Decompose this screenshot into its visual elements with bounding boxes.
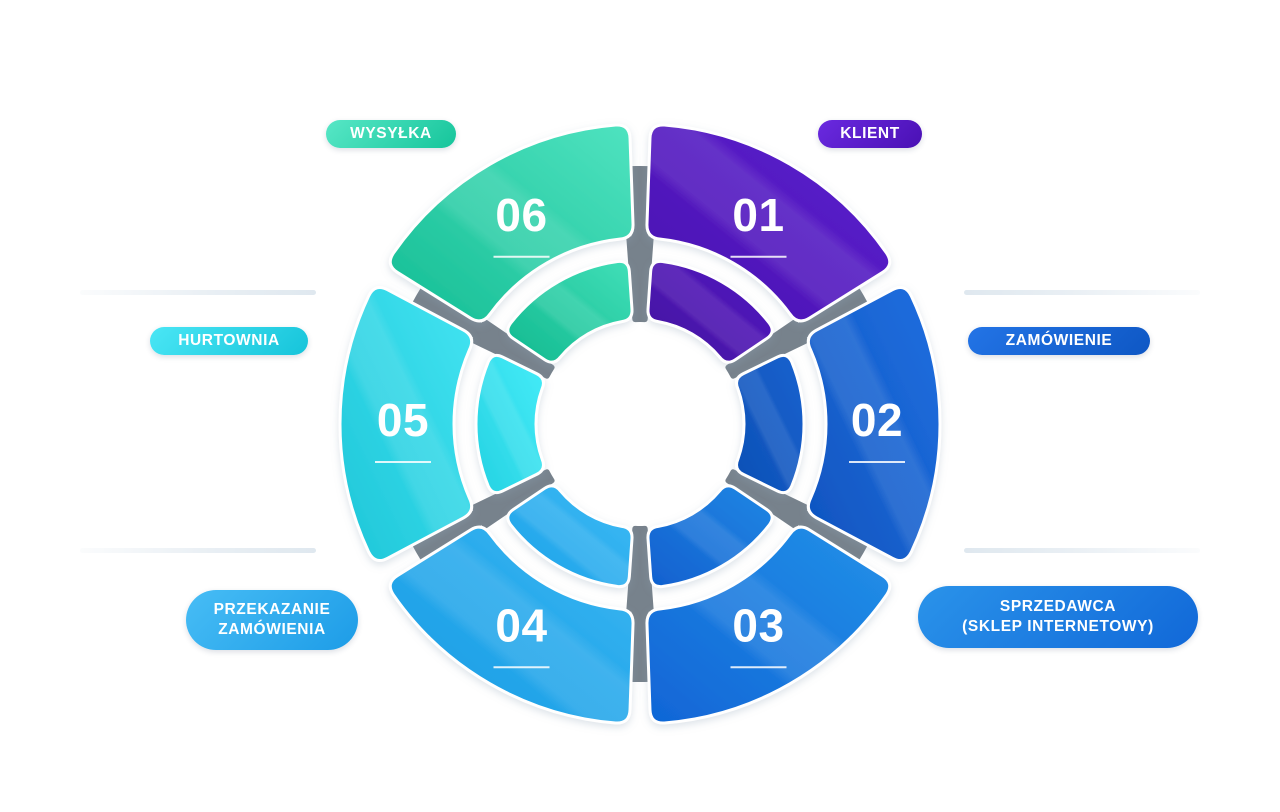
wheel-segment-inner-06[interactable] xyxy=(506,259,634,364)
rule-right-lower xyxy=(964,548,1200,553)
wheel-segment-outer-06[interactable] xyxy=(388,123,635,323)
wheel-segment-inner-03[interactable] xyxy=(646,484,774,589)
rule-left-lower xyxy=(80,548,316,553)
wheel-segment-outer-01[interactable] xyxy=(645,123,892,323)
step-badge-02[interactable]: ZAMÓWIENIE xyxy=(968,327,1150,355)
segment-number: 05 xyxy=(377,394,429,446)
step-badge-03[interactable]: SPRZEDAWCA (SKLEP INTERNETOWY) xyxy=(918,586,1198,648)
step-badge-01[interactable]: KLIENT xyxy=(818,120,922,148)
wheel-segment-inner-05[interactable] xyxy=(474,353,545,495)
wheel-segment-outer-03[interactable] xyxy=(645,525,892,725)
segment-number: 04 xyxy=(495,599,547,651)
segment-number: 01 xyxy=(732,189,784,241)
rule-left-upper xyxy=(80,290,316,295)
connector-bar xyxy=(411,469,555,563)
segment-number: 03 xyxy=(732,599,784,651)
segment-number: 02 xyxy=(851,394,903,446)
step-badge-05[interactable]: HURTOWNIA xyxy=(150,327,308,355)
segment-number-layer: 01 02 03 04 05 06 xyxy=(375,189,905,669)
step-badge-06[interactable]: WYSYŁKA xyxy=(326,120,456,148)
connector-bars-layer xyxy=(411,166,869,682)
connector-bar xyxy=(411,285,555,379)
wheel-segment-inner-01[interactable] xyxy=(646,259,774,364)
connector-bar xyxy=(725,469,869,563)
wheel-segment-outer-05[interactable] xyxy=(338,285,474,563)
connector-bar xyxy=(725,285,869,379)
wheel-segment-outer-04[interactable] xyxy=(388,525,635,725)
wheel-segment-outer-02[interactable] xyxy=(806,285,942,563)
segment-number: 06 xyxy=(495,189,547,241)
wheel-segment-inner-04[interactable] xyxy=(506,484,634,589)
rule-right-upper xyxy=(964,290,1200,295)
wheel-segment-inner-02[interactable] xyxy=(735,353,806,495)
step-badge-04[interactable]: PRZEKAZANIE ZAMÓWIENIA xyxy=(186,590,358,650)
inner-ring-layer xyxy=(474,259,806,589)
outer-ring-layer xyxy=(338,123,942,725)
